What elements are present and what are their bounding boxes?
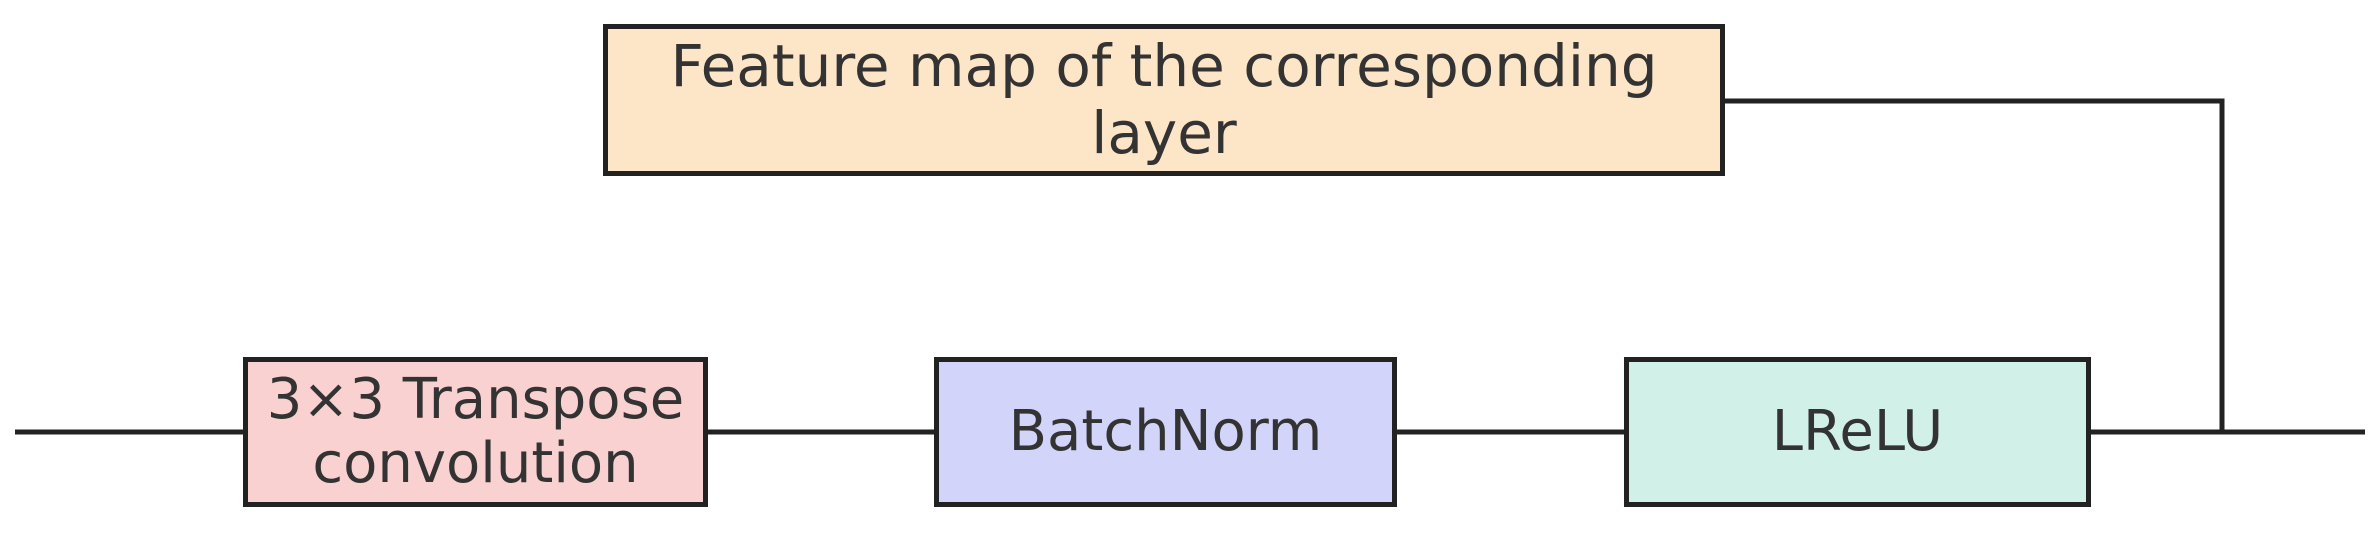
- lrelu-label: LReLU: [1771, 398, 1944, 464]
- batchnorm-label: BatchNorm: [1008, 398, 1323, 464]
- batchnorm-node: BatchNorm: [934, 357, 1397, 507]
- transpose-convolution-label: 3×3 Transpose convolution: [266, 366, 685, 496]
- lrelu-node: LReLU: [1624, 357, 2091, 507]
- feature-map-node: Feature map of the corresponding layer: [603, 24, 1725, 176]
- feature-map-label: Feature map of the corresponding layer: [670, 32, 1658, 167]
- skip-connection-line: [1725, 98, 2225, 432]
- transpose-convolution-node: 3×3 Transpose convolution: [243, 357, 708, 507]
